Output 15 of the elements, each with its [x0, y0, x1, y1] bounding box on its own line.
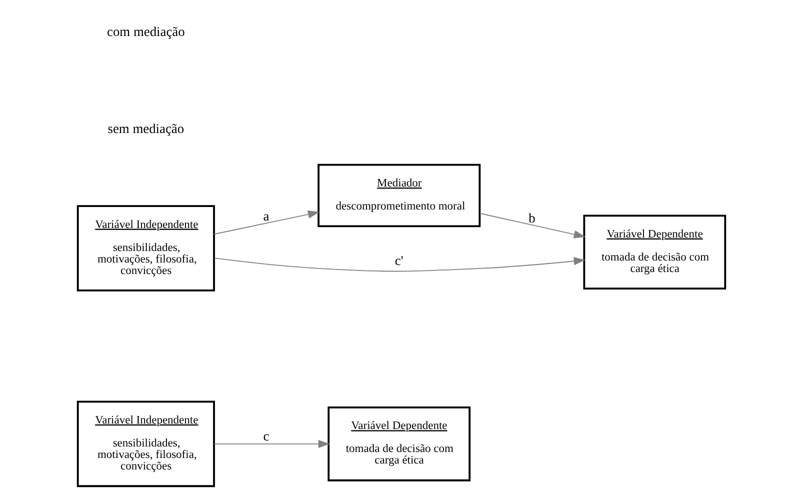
node-box: Variável Independente sensibilidades, motivações, filosofia, convicções [76, 205, 215, 292]
arrow [480, 212, 586, 238]
node-box: Variável Dependente tomada de decisão com carga ética [328, 406, 471, 482]
edge-label: c [263, 428, 270, 444]
node-box: Mediador descomprometimento moral [318, 164, 481, 228]
label: sem mediação [108, 120, 184, 136]
arrow [214, 210, 320, 235]
edge-label: c' [394, 252, 404, 268]
arrow [214, 440, 330, 448]
edge-label: b [528, 210, 536, 226]
label: com mediação [107, 24, 185, 40]
node-box: Variável Independente sensibilidades, motivações, filosofia, convicções [76, 400, 215, 488]
edge-label: a [263, 208, 270, 224]
node-box: Variável Dependente tomada de decisão com carga ética [583, 214, 726, 290]
arrow [214, 257, 586, 272]
